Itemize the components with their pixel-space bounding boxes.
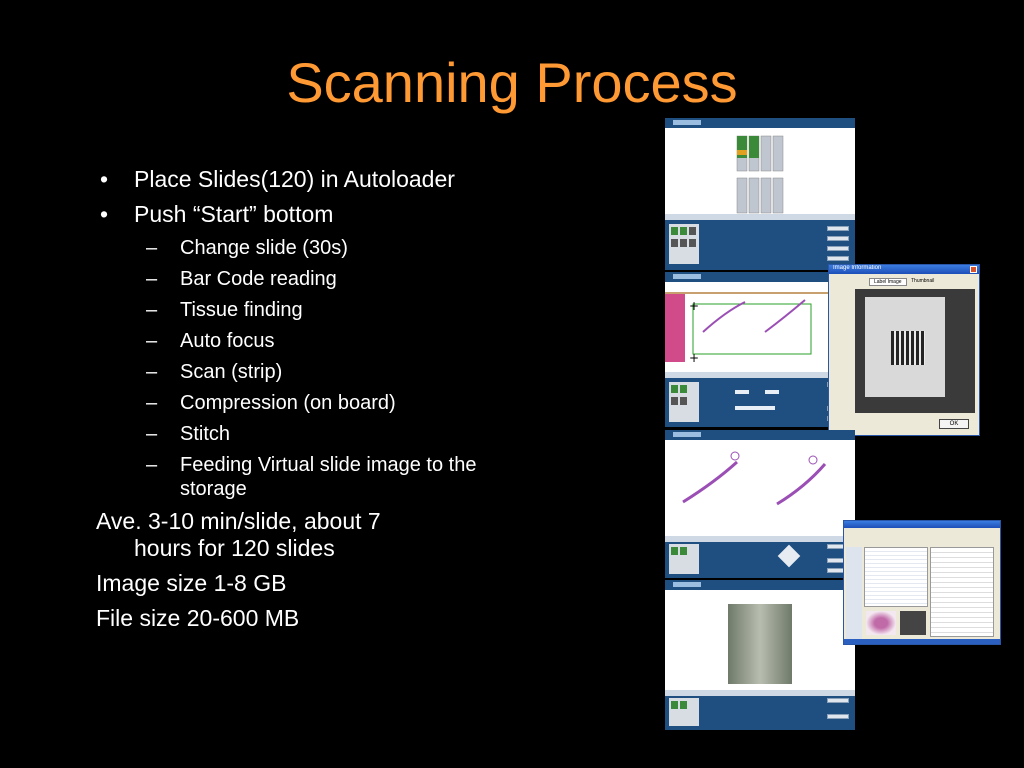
paragraph-item: Image size 1-8 GB bbox=[96, 570, 516, 596]
panel-button[interactable] bbox=[827, 714, 849, 719]
app-logo bbox=[673, 432, 701, 437]
setting-field[interactable] bbox=[765, 390, 779, 394]
navigation-pad-icon[interactable] bbox=[777, 544, 801, 568]
tray-thumbnail bbox=[669, 698, 699, 726]
app-logo bbox=[673, 274, 701, 279]
tray-thumbnail bbox=[669, 224, 699, 264]
panel-button[interactable] bbox=[827, 256, 849, 261]
tab-strip bbox=[665, 372, 855, 378]
stitch-screenshot bbox=[665, 580, 855, 730]
app-header-bar bbox=[665, 118, 855, 128]
setting-field[interactable] bbox=[735, 390, 749, 394]
viewer-title-bar bbox=[844, 521, 1000, 528]
panel-button[interactable] bbox=[827, 236, 849, 241]
tissue-finding-screenshot: + + bbox=[665, 272, 855, 427]
sub-bullet-item: –Auto focus bbox=[96, 329, 516, 353]
sub-bullet-text: Compression (on board) bbox=[180, 392, 396, 415]
close-icon[interactable] bbox=[970, 266, 977, 273]
sub-bullet-text: Scan (strip) bbox=[180, 361, 283, 384]
viewer-properties-panel bbox=[930, 547, 994, 637]
tray-thumbnail bbox=[669, 382, 699, 422]
tab-strip bbox=[665, 214, 855, 220]
sub-bullet-text: Tissue finding bbox=[180, 299, 303, 322]
app-logo bbox=[673, 120, 701, 125]
app-header-bar bbox=[665, 272, 855, 282]
sub-bullet-item: –Scan (strip) bbox=[96, 360, 516, 384]
dash-marker: – bbox=[146, 361, 158, 384]
tab-strip bbox=[665, 536, 855, 542]
barcode-matrix-icon bbox=[891, 331, 925, 365]
dash-marker: – bbox=[146, 423, 158, 446]
sub-bullet-item: –Compression (on board) bbox=[96, 391, 516, 415]
stitched-tile-image bbox=[728, 604, 792, 684]
sub-bullet-item: –Stitch bbox=[96, 422, 516, 446]
sub-bullet-text: Feeding Virtual slide image to the stora… bbox=[180, 454, 477, 501]
paragraph-text: File size 20-600 MB bbox=[96, 605, 300, 632]
barcode-label-image bbox=[855, 289, 975, 413]
bullet-marker: • bbox=[100, 166, 109, 192]
paragraph-text: Ave. 3-10 min/slide, about 7 bbox=[96, 508, 381, 535]
tab-strip bbox=[665, 690, 855, 696]
slide-title: Scanning Process bbox=[286, 51, 738, 114]
bullet-text: Place Slides(120) in Autoloader bbox=[134, 166, 455, 192]
scan-strip-screenshot bbox=[665, 430, 855, 578]
control-panel bbox=[665, 536, 855, 578]
paragraph-item: Ave. 3-10 min/slide, about 7 hours for 1… bbox=[96, 508, 516, 560]
sub-bullet-item: –Tissue finding bbox=[96, 298, 516, 322]
dash-marker: – bbox=[146, 237, 158, 260]
dash-marker: – bbox=[146, 454, 158, 477]
viewer-sidebar bbox=[846, 547, 862, 639]
panel-button[interactable] bbox=[827, 246, 849, 251]
sub-bullet-text: Auto focus bbox=[180, 330, 275, 353]
bullet-text: Push “Start” bottom bbox=[134, 201, 334, 228]
sub-bullet-text: Bar Code reading bbox=[180, 268, 337, 291]
setting-field[interactable] bbox=[735, 406, 775, 410]
viewer-thumbnail-label bbox=[900, 611, 926, 635]
app-logo bbox=[673, 582, 701, 587]
sub-bullet-item: –Change slide (30s) bbox=[96, 236, 516, 260]
svg-text:+: + bbox=[689, 351, 699, 365]
taskbar bbox=[844, 639, 1000, 644]
dash-marker: – bbox=[146, 392, 158, 415]
dialog-title-bar: Image Information bbox=[829, 265, 979, 274]
control-panel bbox=[665, 214, 855, 270]
tray-thumbnail bbox=[669, 544, 699, 574]
sub-bullet-text: Stitch bbox=[180, 423, 231, 446]
dash-marker: – bbox=[146, 330, 158, 353]
storage-viewer-screenshot bbox=[843, 520, 1001, 645]
viewer-thumbnail-tissue bbox=[866, 611, 896, 635]
sub-bullet-item: –Feeding Virtual slide image to the stor… bbox=[96, 453, 516, 501]
viewer-file-table bbox=[864, 547, 928, 607]
tab-thumbnail[interactable]: Thumbnail bbox=[911, 278, 935, 284]
bullet-list: • Place Slides(120) in Autoloader • Push… bbox=[96, 166, 516, 640]
slide-trays-graphic bbox=[736, 135, 784, 214]
app-header-bar bbox=[665, 430, 855, 440]
sub-bullet-text: Change slide (30s) bbox=[180, 237, 348, 260]
dash-marker: – bbox=[146, 299, 158, 322]
control-panel bbox=[665, 690, 855, 730]
image-information-dialog: Image Information Label Image Thumbnail … bbox=[828, 264, 980, 436]
slide-overview-graphic: + + bbox=[665, 292, 855, 365]
paragraph-item: File size 20-600 MB bbox=[96, 605, 516, 631]
svg-text:+: + bbox=[689, 299, 699, 313]
sub-bullet-item: –Bar Code reading bbox=[96, 267, 516, 291]
bullet-item: • Push “Start” bottom bbox=[96, 201, 516, 227]
scanned-tissue-graphic bbox=[682, 451, 827, 506]
bullet-item: • Place Slides(120) in Autoloader bbox=[96, 166, 516, 192]
panel-button[interactable] bbox=[827, 226, 849, 231]
dialog-title: Image Information bbox=[833, 265, 882, 271]
autoloader-screenshot bbox=[665, 118, 855, 270]
app-header-bar bbox=[665, 580, 855, 590]
dash-marker: – bbox=[146, 268, 158, 291]
tab-label-image[interactable]: Label Image bbox=[869, 278, 907, 286]
ok-button[interactable]: OK bbox=[939, 419, 969, 429]
paragraph-text-continued: hours for 120 slides bbox=[134, 534, 335, 561]
paragraph-text: Image size 1-8 GB bbox=[96, 569, 287, 596]
bullet-marker: • bbox=[100, 201, 109, 228]
control-panel bbox=[665, 372, 855, 427]
panel-button[interactable] bbox=[827, 698, 849, 703]
